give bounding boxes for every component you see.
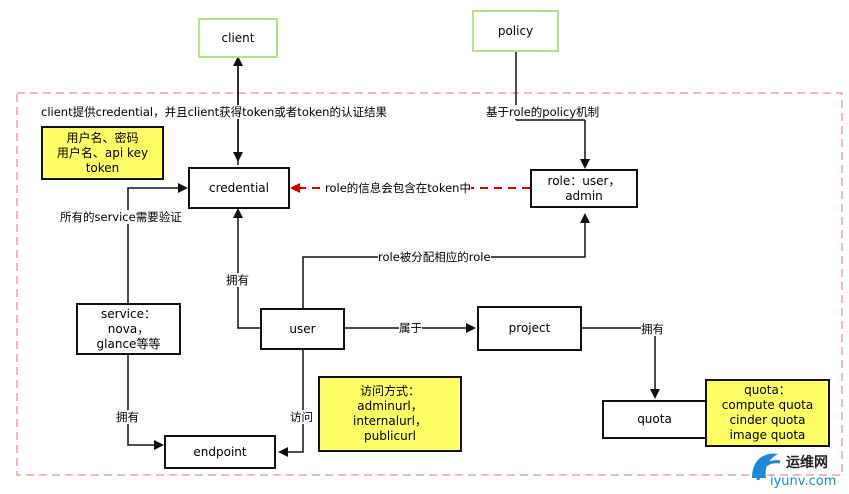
watermark-brand: 运维网: [786, 455, 828, 471]
note-quota-types: quota： compute quota cinder quota image …: [705, 379, 830, 447]
label-user-role: role被分配相应的role: [378, 250, 491, 264]
node-client: client: [198, 18, 278, 58]
note-credential-types: 用户名、密码 用户名、api key token: [41, 126, 164, 180]
node-service: service： nova， glance等等: [76, 303, 181, 355]
edge-user-endpoint: [278, 350, 304, 457]
node-policy: policy: [472, 10, 559, 52]
label-service-endpoint: 拥有: [116, 410, 139, 424]
edge-project-quota: [582, 327, 660, 399]
label-client-credential: client提供credential，并且client获得token或者toke…: [41, 105, 387, 119]
node-quota: quota: [602, 400, 707, 439]
node-project: project: [477, 306, 582, 351]
edge-user-credential: [233, 208, 260, 329]
label-user-endpoint: 访问: [290, 410, 313, 424]
label-user-credential: 拥有: [226, 273, 249, 287]
boundary-dashed-rect: [16, 92, 843, 476]
note-access-methods: 访问方式： adminurl， internalurl， publicurl: [318, 376, 462, 452]
edge-service-endpoint: [127, 355, 164, 450]
node-endpoint: endpoint: [164, 435, 276, 469]
edge-service-credential: [127, 183, 188, 303]
watermark-logo: [748, 448, 782, 482]
label-policy-role: 基于role的policy机制: [486, 105, 600, 119]
node-user: user: [260, 308, 345, 350]
label-role-credential: role的信息会包含在token中: [325, 181, 471, 195]
watermark-site: iyunv.com: [770, 474, 837, 489]
node-credential: credential: [188, 167, 290, 209]
node-role: role：user， admin: [530, 169, 638, 208]
label-project-quota: 拥有: [641, 322, 664, 336]
label-service-credential: 所有的service需要验证: [60, 210, 182, 224]
label-user-project: 属于: [399, 321, 422, 335]
